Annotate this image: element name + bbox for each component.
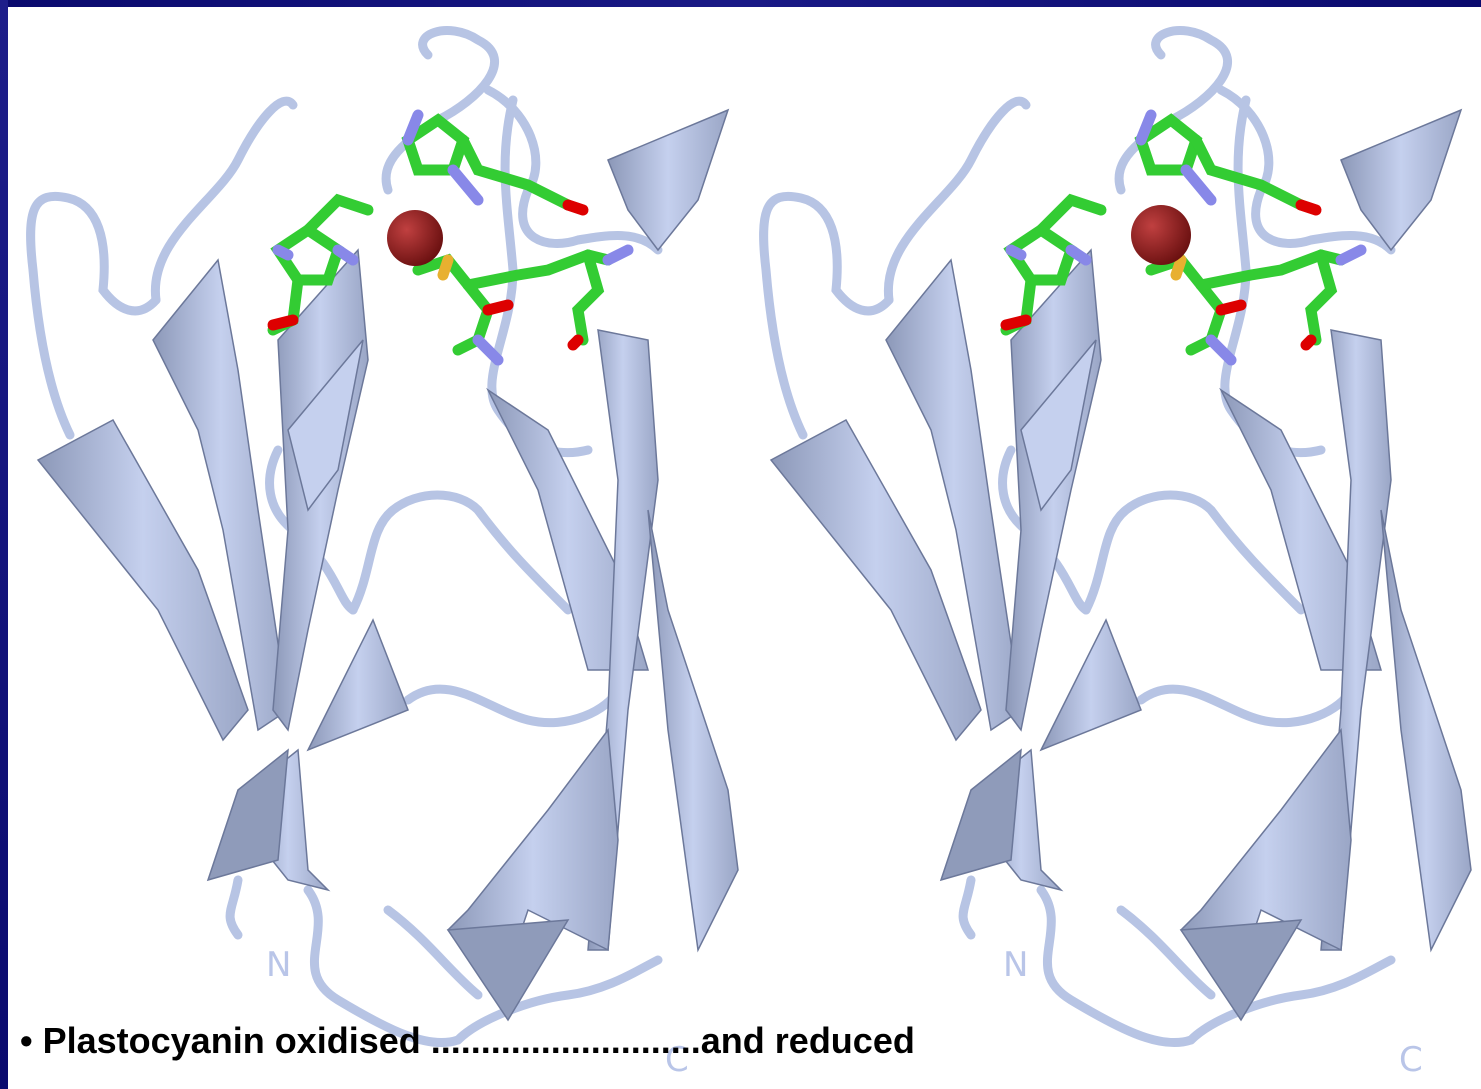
ribbon-diagram: [26, 26, 739, 1048]
slide-frame-top: [0, 0, 1481, 7]
n-terminus-label: N: [1003, 945, 1029, 985]
copper-atom: [1131, 205, 1191, 265]
slide-frame-left: [0, 0, 8, 1089]
protein-structure-oxidised: N C: [8, 10, 748, 1089]
n-terminus-label: N: [266, 945, 292, 985]
c-terminus-label: C: [1399, 1040, 1423, 1080]
protein-structure-reduced: N C: [741, 10, 1481, 1089]
slide-caption: • Plastocyanin oxidised ................…: [20, 1020, 915, 1061]
c-terminus-label: C: [665, 1040, 689, 1080]
copper-atom: [387, 210, 443, 266]
ribbon-diagram: [759, 26, 1472, 1048]
